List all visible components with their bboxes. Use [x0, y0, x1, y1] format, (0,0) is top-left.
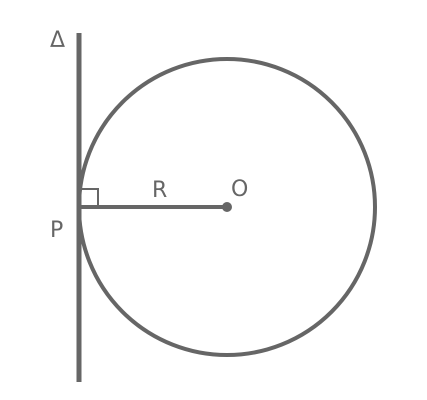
tangent-point-label: P — [50, 218, 63, 243]
radius-label: R — [152, 178, 167, 203]
center-label: O — [231, 177, 248, 202]
right-angle-marker — [80, 188, 99, 206]
center-point — [222, 202, 232, 212]
line-label: Δ — [50, 28, 65, 53]
